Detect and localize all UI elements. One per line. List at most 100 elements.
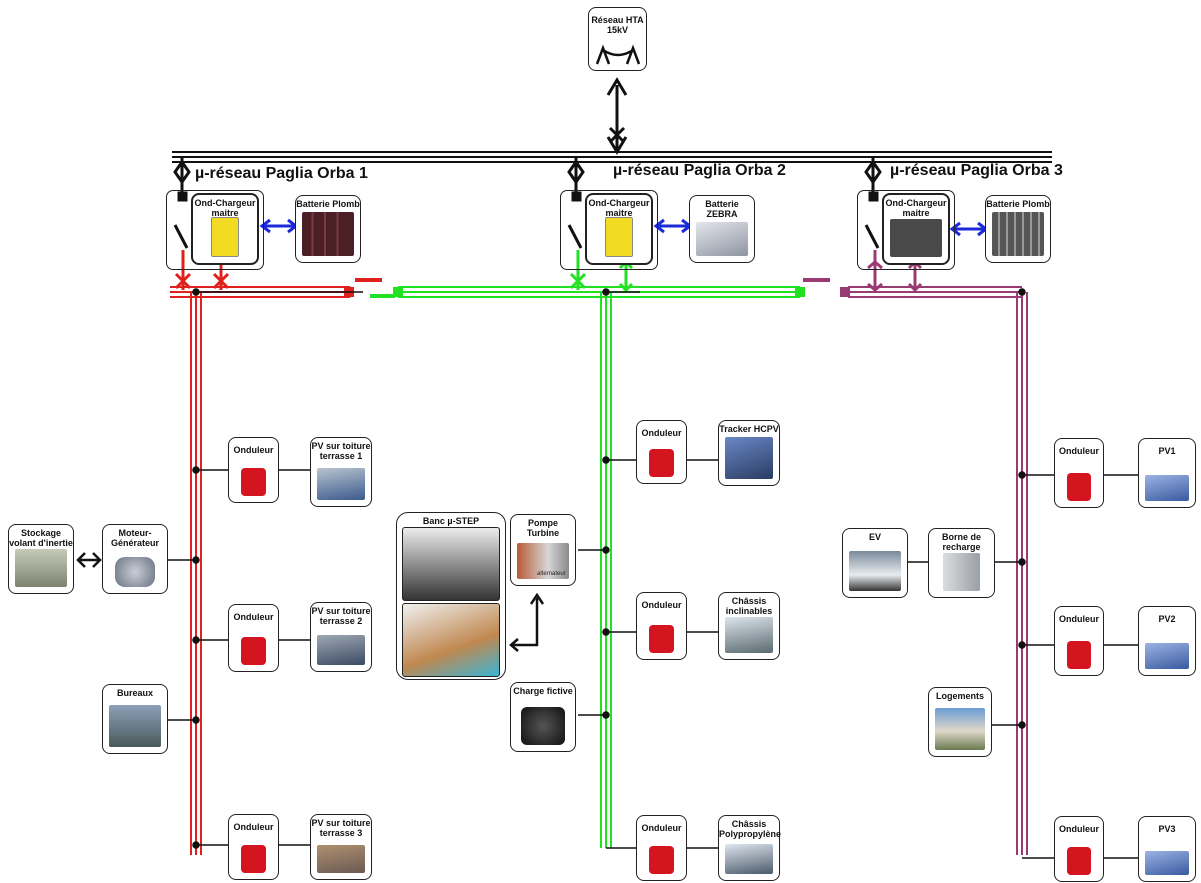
inverter-purple-3: Onduleur [1054, 816, 1104, 882]
battery-3: Batterie Plomb [985, 195, 1051, 263]
solar-panel-icon [725, 617, 773, 653]
dummy-load-label: Charge fictive [513, 686, 573, 696]
motor-icon [115, 557, 155, 587]
pv3: PV3 [1138, 816, 1196, 882]
polypropylene-frames: Châssis Polypropylène [718, 815, 781, 881]
inverter-green-2: Onduleur [636, 592, 687, 660]
inverter-icon [1067, 641, 1091, 669]
grid-link [606, 77, 628, 155]
tracker-hcpv-label: Tracker HCPV [719, 424, 779, 434]
pv-roof-3: PV sur toiture terrasse 3 [310, 814, 372, 880]
green-network [370, 234, 805, 848]
inverter-label: Onduleur [1059, 446, 1099, 456]
motor-generator-label: Moteur-Générateur [110, 528, 160, 548]
solar-carport-icon [1145, 475, 1189, 501]
inverter-icon [241, 845, 266, 873]
master-charger-1-label: Ond-Chargeur maitre [194, 198, 256, 218]
charging-station: Borne de recharge [928, 528, 995, 598]
microgrid-2-title: µ-réseau Paglia Orba 2 [613, 162, 786, 179]
solar-carport-icon [1145, 643, 1189, 669]
pv2-label: PV2 [1158, 614, 1176, 624]
inverter-label: Onduleur [233, 612, 274, 622]
pv-roof-3-label: PV sur toiture terrasse 3 [311, 818, 371, 838]
master-charger-2-frame [560, 190, 658, 270]
battery-2-label: Batterie ZEBRA [705, 199, 739, 219]
solar-panel-icon [317, 635, 365, 665]
inverter-label: Onduleur [641, 823, 682, 833]
inverter-red-2: Onduleur [228, 604, 279, 672]
ev: EV [842, 528, 908, 598]
inverter-icon [649, 449, 674, 477]
inverter-purple-1: Onduleur [1054, 438, 1104, 508]
alternator-label: alternateur [537, 571, 566, 577]
battery-1-label: Batterie Plomb [296, 199, 360, 209]
master-charger-3-label: Ond-Chargeur maitre [885, 198, 947, 218]
flywheel-storage: Stockage volant d'inertie [8, 524, 74, 594]
branch-lines [168, 288, 1138, 859]
load-icon [521, 707, 565, 745]
master-charger-2: Ond-Chargeur maitre [585, 193, 653, 265]
inverter-icon [241, 468, 266, 496]
car-icon [849, 551, 901, 591]
inverter-label: Onduleur [233, 822, 274, 832]
inverter-green-3: Onduleur [636, 815, 687, 881]
pv1-label: PV1 [1158, 446, 1176, 456]
inverter-icon [649, 846, 674, 874]
inverter-icon [605, 217, 633, 257]
house-icon [935, 708, 985, 750]
battery-icon [302, 212, 354, 256]
tilting-frames: Châssis inclinables [718, 592, 780, 660]
pumped-storage-bench-label: Banc µ-STEP [422, 516, 480, 526]
inverter-label: Onduleur [1059, 614, 1099, 624]
master-charger-3: Ond-Chargeur maitre [882, 193, 950, 265]
bench-photo-top [402, 527, 500, 601]
bench-photo-bottom [402, 603, 500, 677]
building-icon [109, 705, 161, 747]
grid-hta-box: Réseau HTA 15kV [588, 7, 647, 71]
pv-roof-2: PV sur toiture terrasse 2 [310, 602, 372, 672]
tracker-hcpv: Tracker HCPV [718, 420, 780, 486]
motor-generator: Moteur-Générateur [102, 524, 168, 594]
housing: Logements [928, 687, 992, 757]
inverter-icon [1067, 847, 1091, 875]
breaker-switches [173, 191, 880, 249]
inverter-label: Onduleur [641, 600, 682, 610]
master-charger-3-frame [857, 190, 955, 270]
pump-turbine-label: Pompe Turbine [526, 518, 560, 538]
battery-3-label: Batterie Plomb [986, 199, 1050, 209]
pv2: PV2 [1138, 606, 1196, 676]
master-charger-1-frame [166, 190, 264, 270]
inverter-icon [890, 219, 942, 257]
main-bus [172, 151, 1052, 163]
solar-panel-icon [317, 845, 365, 873]
charger-icon [943, 553, 980, 591]
ev-label: EV [868, 532, 881, 542]
solar-panel-icon [317, 468, 365, 500]
bidirectional-arrows [76, 552, 545, 652]
tilting-frames-label: Châssis inclinables [725, 596, 773, 616]
inverter-purple-2: Onduleur [1054, 606, 1104, 676]
solar-tracker-icon [725, 437, 773, 479]
grid-hta-label: Réseau HTA 15kV [591, 15, 644, 35]
offices: Bureaux [102, 684, 168, 754]
master-charger-1: Ond-Chargeur maitre [191, 193, 259, 265]
microgrid-1-title: µ-réseau Paglia Orba 1 [195, 165, 368, 182]
dummy-load: Charge fictive [510, 682, 576, 752]
inverter-red-3: Onduleur [228, 814, 279, 880]
inverter-icon [1067, 473, 1091, 501]
battery-icon [992, 212, 1044, 256]
pylon-icon [595, 44, 641, 65]
master-charger-2-label: Ond-Chargeur maitre [588, 198, 650, 218]
inverter-label: Onduleur [233, 445, 274, 455]
inverter-icon [649, 625, 674, 653]
offices-label: Bureaux [116, 688, 153, 698]
inverter-icon [241, 637, 266, 665]
solar-panel-icon [725, 844, 773, 874]
pumped-storage-bench: Banc µ-STEP [396, 512, 506, 680]
inverter-icon [211, 217, 239, 257]
solar-carport-icon [1145, 851, 1189, 875]
battery-1: Batterie Plomb [295, 195, 361, 263]
flywheel-icon [15, 549, 67, 587]
